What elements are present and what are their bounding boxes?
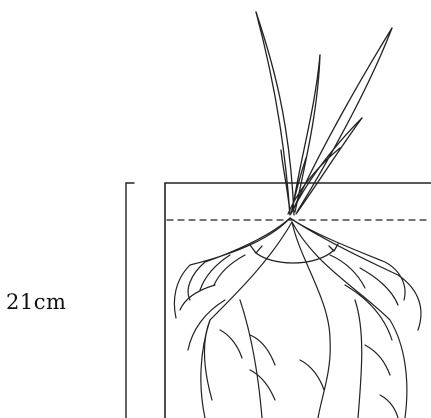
crown-arc [250,244,338,263]
root-system [174,218,421,418]
container-box [165,183,431,418]
plant-shoot [256,12,392,215]
height-label: 21cm [6,290,66,314]
height-dimension-bracket [126,183,134,418]
